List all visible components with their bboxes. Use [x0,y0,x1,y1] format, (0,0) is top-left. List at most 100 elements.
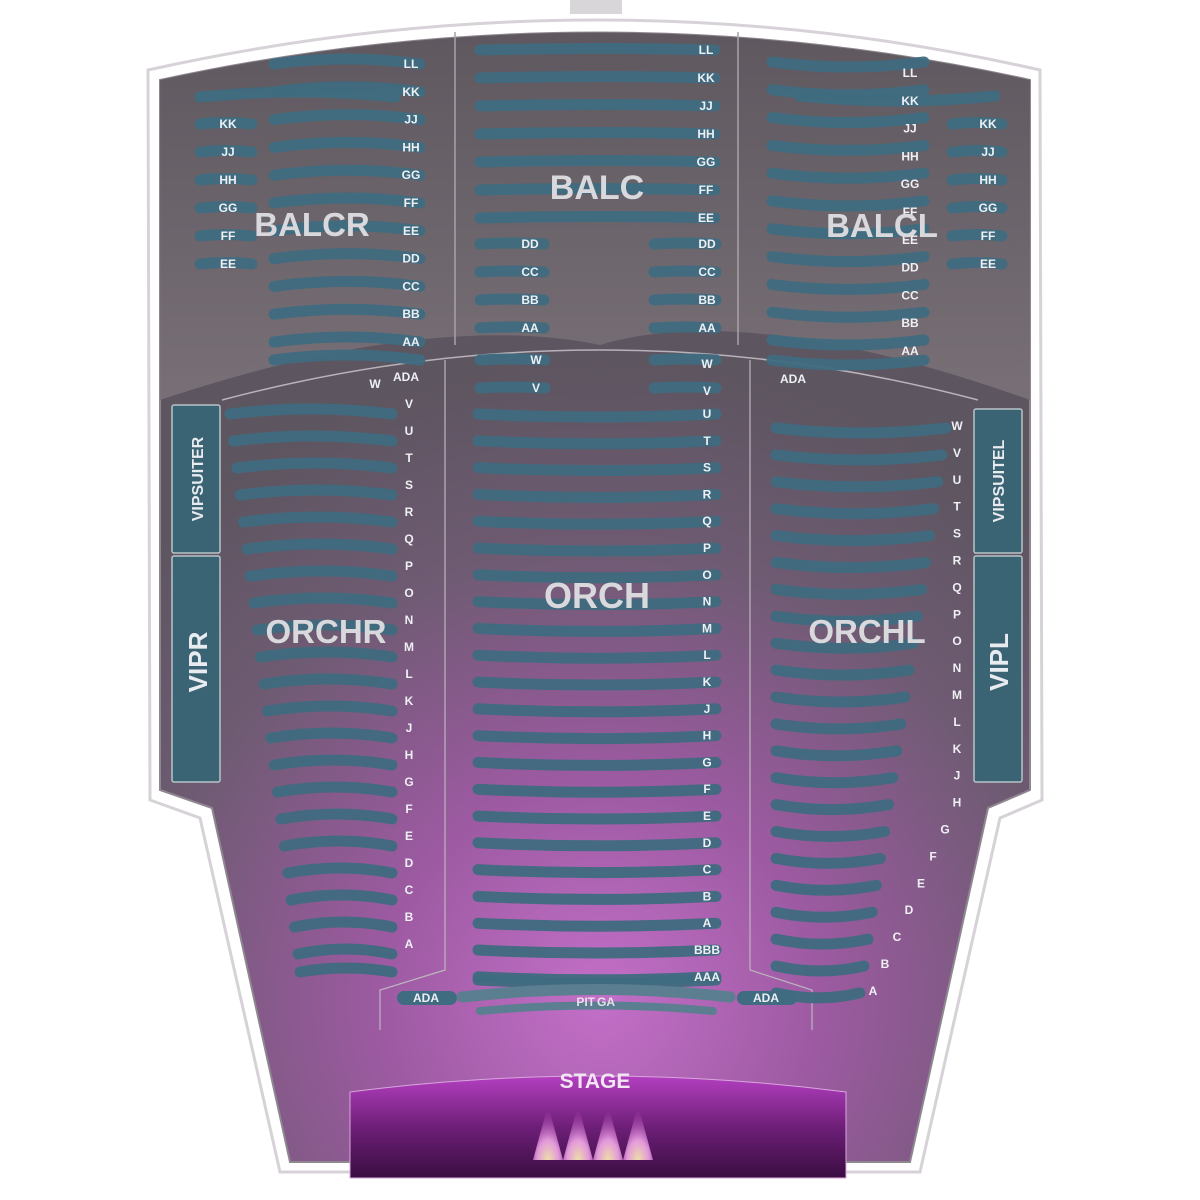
orch-back-row[interactable] [474,381,551,394]
balcl-side-row[interactable] [946,201,1008,214]
balcl-row[interactable] [766,306,930,323]
orchl-row[interactable] [770,691,911,708]
balcl-row[interactable] [766,195,930,212]
orch-row[interactable] [472,864,722,879]
orchr-row[interactable] [285,889,398,906]
balcl-row[interactable] [766,223,930,240]
balcl-side-row[interactable] [946,173,1008,186]
balc-row[interactable] [474,99,721,112]
orch-row[interactable] [472,974,722,989]
balc-row[interactable] [648,237,722,250]
orch-row[interactable] [472,649,722,664]
balc-row[interactable] [474,293,550,306]
orchl-row[interactable] [770,583,927,600]
orchr-row[interactable] [258,673,398,690]
orch-row[interactable] [472,596,722,611]
orchl-row[interactable] [770,557,931,573]
orchl-row[interactable] [770,503,940,520]
orch-row[interactable] [472,917,722,932]
balcr-row[interactable] [268,303,426,320]
balc-row[interactable] [474,183,721,196]
balc-row[interactable] [474,321,550,334]
orchl-row[interactable] [770,799,895,816]
orchr-row[interactable] [241,538,398,555]
pit-section[interactable]: PIT GA [456,984,736,1015]
orchr-row[interactable] [268,754,398,771]
orchr-row[interactable] [265,727,398,744]
orchr-row[interactable] [275,808,398,825]
stage[interactable]: STAGE [349,1070,847,1179]
balcr-row[interactable] [268,220,426,237]
orchl-row[interactable] [770,718,907,735]
orchl-row[interactable] [770,772,899,789]
orchl-row[interactable] [770,476,944,493]
orch-row[interactable] [472,837,722,852]
orchr-row[interactable] [238,511,398,528]
balcl-row[interactable] [766,334,930,351]
orchr-row[interactable] [234,484,398,501]
orchr-row[interactable] [255,646,398,663]
orchl-row[interactable] [770,422,952,439]
orchr-row[interactable] [282,862,398,879]
balcr-row[interactable] [268,136,426,153]
orch-row[interactable] [472,676,722,691]
orchl-row[interactable] [770,610,923,627]
orchr-row[interactable] [227,430,398,447]
orch-row[interactable] [472,569,722,584]
orch-back-row[interactable] [648,353,722,366]
balcl-row[interactable] [766,139,930,156]
ada-pit-right[interactable]: ADA [397,991,457,1005]
orchr-row[interactable] [251,619,398,636]
balcr-row[interactable] [268,349,426,366]
balcr-row[interactable] [268,53,426,70]
orchl-row[interactable] [770,449,948,466]
orchr-row[interactable] [272,781,398,798]
balcl-row[interactable] [766,251,930,268]
vip-suite-right-box[interactable]: VIPSUITER [171,404,221,554]
ada-pit-left[interactable]: ADA [737,991,797,1005]
orchl-row[interactable] [770,852,886,869]
balcr-row[interactable] [194,86,401,103]
balcl-row[interactable] [766,56,930,73]
balc-row[interactable] [648,265,722,278]
balcl-row[interactable] [766,167,930,184]
orchl-row[interactable] [770,745,903,762]
orchr-row[interactable] [248,592,398,609]
balcl-row[interactable] [766,112,930,129]
orch-row[interactable] [472,703,722,718]
orch-row[interactable] [472,462,722,477]
balc-row[interactable] [648,293,722,306]
orch-row[interactable] [472,488,722,503]
balc-row[interactable] [474,127,721,140]
balcl-side-row[interactable] [946,145,1008,158]
balcl-row[interactable] [766,278,930,295]
orch-back-row[interactable] [648,381,722,394]
balc-row[interactable] [474,43,721,56]
vip-left-box[interactable]: VIPL [973,555,1023,783]
balcl-row[interactable] [766,354,930,371]
orch-row[interactable] [472,622,722,637]
orch-row[interactable] [472,890,722,905]
balcr-side-row[interactable] [194,257,258,270]
balcr-side-row[interactable] [194,173,258,186]
orchr-row[interactable] [224,403,398,420]
vip-suite-left-box[interactable]: VIPSUITEL [973,408,1023,554]
balcr-row[interactable] [268,164,426,181]
balcr-side-row[interactable] [194,229,258,242]
orchl-row[interactable] [770,530,936,547]
balc-row[interactable] [648,321,722,334]
balcr-side-row[interactable] [194,201,258,214]
orchr-row[interactable] [261,700,398,717]
balc-row[interactable] [474,265,550,278]
orchr-row[interactable] [231,457,398,474]
balcr-row[interactable] [268,192,426,209]
balc-row[interactable] [474,237,550,250]
orch-row[interactable] [472,730,722,745]
orchr-row[interactable] [289,916,398,933]
orch-back-row[interactable] [474,353,551,366]
orch-row[interactable] [472,542,722,557]
balcr-row[interactable] [268,275,426,292]
orchl-row[interactable] [770,960,870,977]
orchl-row[interactable] [770,933,874,950]
balc-row[interactable] [474,71,721,84]
